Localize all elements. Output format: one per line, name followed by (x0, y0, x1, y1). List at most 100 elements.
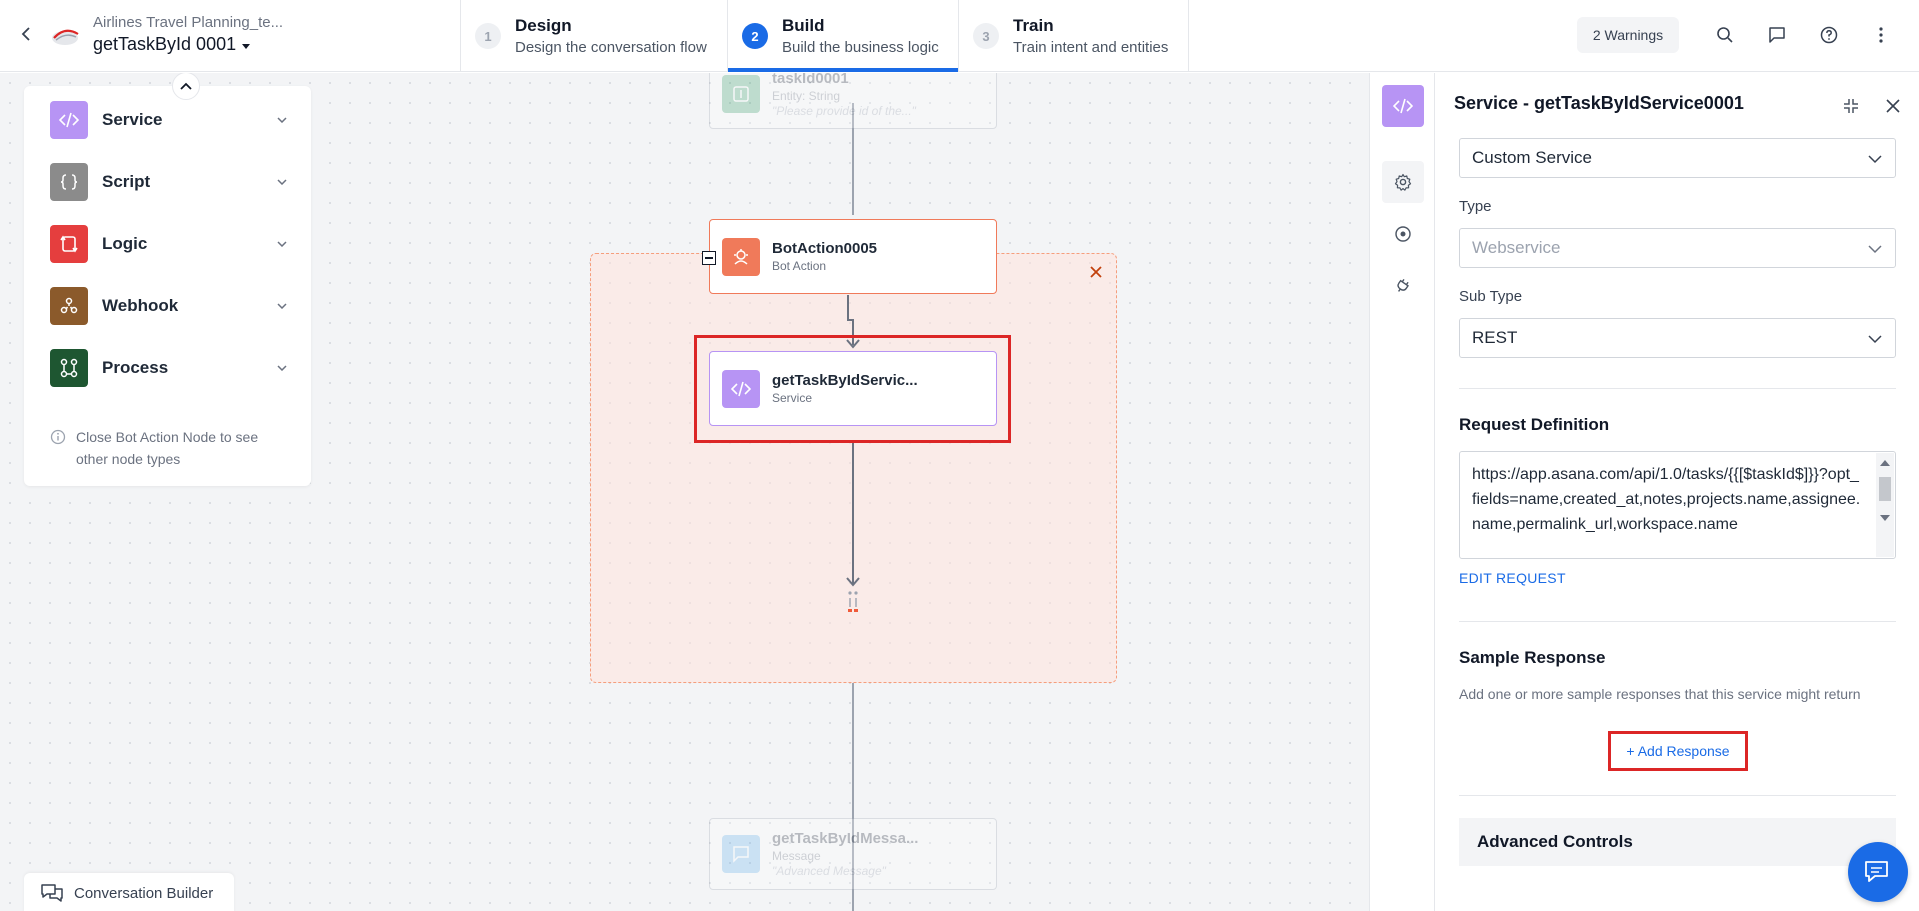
subtype-value: REST (1472, 328, 1518, 347)
edit-request-link[interactable]: EDIT REQUEST (1459, 570, 1566, 586)
step-subtitle: Build the business logic (782, 39, 939, 56)
chevron-down-icon (274, 360, 290, 376)
code-icon[interactable] (1382, 85, 1424, 127)
collapse-node-icon[interactable] (702, 251, 716, 265)
connector-line (847, 295, 849, 321)
step-number: 1 (475, 23, 501, 49)
palette-item-logic[interactable]: Logic (50, 224, 290, 264)
dialog-selector[interactable]: getTaskById 0001 (93, 34, 251, 55)
close-group-icon[interactable] (1086, 262, 1106, 282)
node-title: taskId0001 (772, 73, 849, 87)
minus-glyph (705, 257, 713, 259)
connector-line (852, 883, 854, 911)
scroll-up-icon[interactable] (1880, 460, 1890, 466)
app-title: Airlines Travel Planning_te... (93, 14, 284, 31)
connector-elbow (847, 319, 854, 321)
advanced-controls-section[interactable]: Advanced Controls (1459, 818, 1896, 866)
plug-icon[interactable] (1382, 265, 1424, 307)
divider (1459, 388, 1896, 389)
node-message[interactable]: getTaskByIdMessa... Message "Advanced Me… (709, 818, 997, 890)
build-steps: 1 Design Design the conversation flow 2 … (460, 0, 1189, 72)
scrollbar[interactable] (1876, 453, 1894, 557)
logic-icon (50, 225, 88, 263)
dialog-name: getTaskById 0001 (93, 34, 237, 54)
node-title: getTaskByIdMessa... (772, 830, 919, 847)
chat-support-button[interactable] (1848, 842, 1908, 902)
collapse-palette-button[interactable] (172, 73, 200, 100)
connector-line (852, 683, 854, 883)
node-bot-action[interactable]: BotAction0005 Bot Action (709, 219, 997, 294)
arrow-down-icon (846, 339, 860, 349)
palette-item-script[interactable]: Script (50, 162, 290, 202)
step-design[interactable]: 1 Design Design the conversation flow (460, 0, 727, 72)
connector-line (852, 443, 854, 585)
search-icon[interactable] (1713, 23, 1737, 47)
add-response-button[interactable]: + Add Response (1608, 731, 1748, 771)
node-prompt: "Please provide id of the..." (772, 104, 916, 118)
node-title: getTaskByIdServic... (772, 372, 918, 389)
info-icon (50, 429, 66, 470)
node-message-preview: "Advanced Message" (772, 864, 886, 878)
message-icon (722, 835, 760, 873)
palette-item-webhook[interactable]: Webhook (50, 286, 290, 326)
node-entity-taskid[interactable]: taskId0001 Entity: String "Please provid… (709, 73, 997, 129)
connections-icon[interactable] (1382, 213, 1424, 255)
node-title: BotAction0005 (772, 240, 878, 257)
node-subtitle: Entity: String (772, 89, 841, 103)
request-definition-title: Request Definition (1459, 415, 1610, 434)
chevron-down-icon (1868, 245, 1882, 254)
service-type-select[interactable]: Custom Service (1459, 138, 1896, 178)
node-subtitle: Service (772, 391, 813, 405)
node-subtitle: Bot Action (772, 259, 827, 273)
braces-icon (50, 163, 88, 201)
palette-item-label: Process (102, 358, 169, 377)
chevron-down-icon (274, 112, 290, 128)
node-subtitle: Message (772, 849, 821, 863)
step-train[interactable]: 3 Train Train intent and entities (958, 0, 1189, 72)
palette-note-text: Close Bot Action Node to see other node … (76, 429, 259, 467)
subtype-select[interactable]: REST (1459, 318, 1896, 358)
properties-rail (1369, 73, 1435, 911)
chevron-down-icon (1868, 155, 1882, 164)
close-icon[interactable] (1882, 95, 1904, 117)
palette-item-process[interactable]: Process (50, 348, 290, 388)
request-url-text: https://app.asana.com/api/1.0/tasks/{{[$… (1472, 466, 1861, 533)
palette-item-label: Webhook (102, 296, 179, 315)
scroll-thumb[interactable] (1879, 477, 1891, 501)
more-vertical-icon[interactable] (1869, 23, 1893, 47)
step-title: Design (515, 16, 572, 35)
type-label: Type (1459, 198, 1492, 215)
type-select[interactable]: Webservice (1459, 228, 1896, 268)
code-icon (50, 101, 88, 139)
palette-note: Close Bot Action Node to see other node … (50, 426, 290, 470)
sample-response-title: Sample Response (1459, 648, 1606, 667)
comment-icon[interactable] (1765, 23, 1789, 47)
divider (1459, 621, 1896, 622)
scroll-down-icon[interactable] (1880, 515, 1890, 521)
warnings-button[interactable]: 2 Warnings (1577, 17, 1679, 53)
conversation-builder-tab[interactable]: Conversation Builder (24, 873, 234, 911)
request-url-textarea[interactable]: https://app.asana.com/api/1.0/tasks/{{[$… (1459, 451, 1896, 559)
arrow-down-icon (846, 577, 860, 587)
node-service[interactable]: getTaskByIdServic... Service (709, 351, 997, 426)
palette-item-service[interactable]: Service (50, 100, 290, 140)
sample-response-desc: Add one or more sample responses that th… (1459, 686, 1861, 702)
chevron-down-icon (1868, 335, 1882, 344)
chevron-down-icon (274, 298, 290, 314)
step-number: 2 (742, 23, 768, 49)
gear-icon[interactable] (1382, 161, 1424, 203)
subtype-label: Sub Type (1459, 288, 1523, 305)
back-arrow-icon[interactable] (16, 22, 36, 46)
help-icon[interactable] (1817, 23, 1841, 47)
airline-logo-icon (50, 22, 80, 48)
chat-icon (1865, 861, 1888, 882)
connector-handle-icon[interactable] (845, 590, 861, 616)
advanced-controls-label: Advanced Controls (1477, 832, 1633, 851)
step-build[interactable]: 2 Build Build the business logic (727, 0, 958, 72)
top-bar: Airlines Travel Planning_te... getTaskBy… (0, 0, 1919, 72)
minimize-icon[interactable] (1840, 95, 1862, 117)
node-palette: Service Script Logic Webhook (24, 73, 311, 486)
flow-canvas[interactable]: Service Script Logic Webhook (0, 73, 1369, 911)
entity-icon (722, 75, 760, 113)
conversation-builder-label: Conversation Builder (74, 884, 214, 902)
